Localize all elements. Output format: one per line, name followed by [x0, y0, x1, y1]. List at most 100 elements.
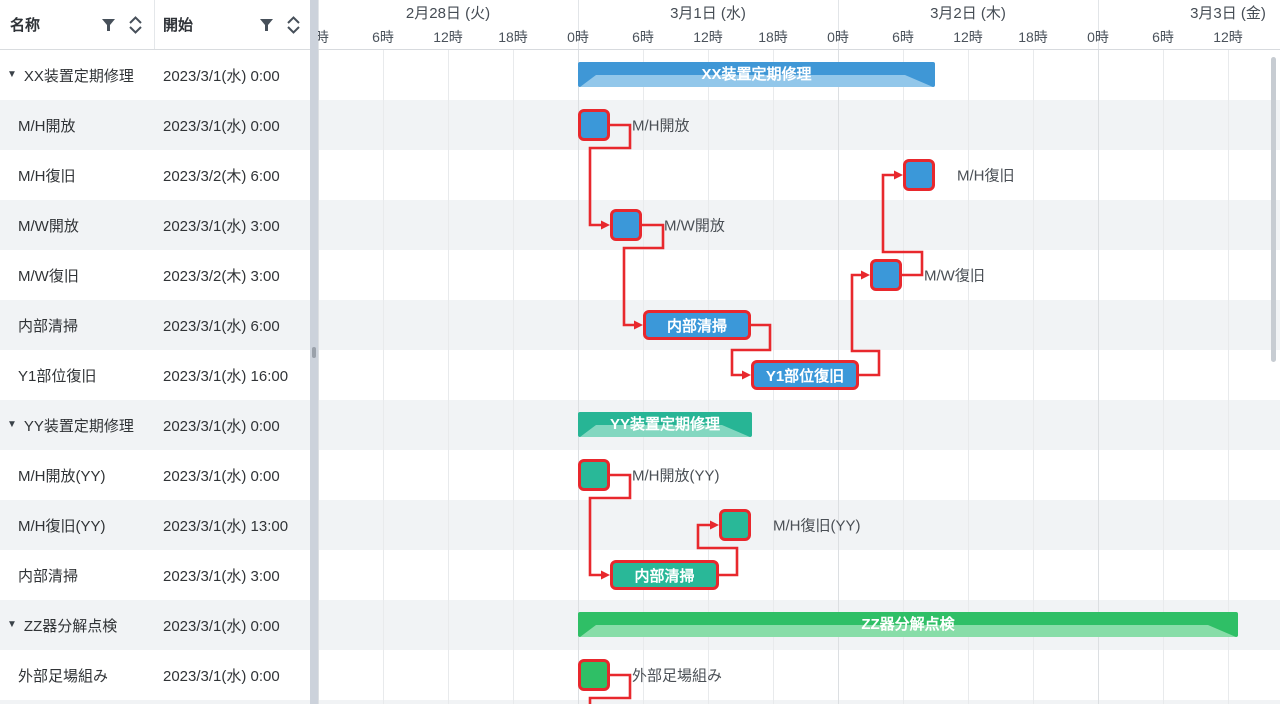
table-row[interactable]: M/W復旧 2023/3/2(木) 3:00: [0, 250, 310, 300]
splitter-grip-icon: [312, 347, 316, 358]
milestone-marker[interactable]: [578, 659, 610, 691]
panel-splitter[interactable]: [310, 0, 318, 704]
hour-label: 0時: [827, 29, 849, 45]
hour-label: 6時: [892, 29, 914, 45]
hour-label: 6時: [1152, 29, 1174, 45]
milestone-label: M/W開放: [664, 217, 725, 235]
task-start-cell: 2023/3/1(水) 3:00: [163, 567, 280, 585]
column-label-name: 名称: [10, 17, 41, 34]
collapse-triangle-icon[interactable]: ▼: [7, 618, 17, 630]
table-row[interactable]: ▼ XX装置定期修理 2023/3/1(水) 0:00: [0, 50, 310, 100]
table-row[interactable]: M/H復旧(YY)2023/3/1(水) 13:00: [0, 500, 310, 550]
task-bar-label: 内部清掃: [634, 567, 695, 585]
task-name-cell: Y1部位復旧: [0, 365, 155, 386]
gantt-row-stripe: [318, 550, 1280, 600]
task-name-cell: ▼ ZZ器分解点検: [0, 615, 155, 636]
task-name-text: Y1部位復旧: [18, 367, 97, 385]
task-bar[interactable]: 内部清掃: [643, 310, 751, 340]
task-start-cell: 2023/3/1(水) 3:00: [163, 217, 280, 235]
grid-line: [968, 50, 969, 704]
task-name-cell: M/H復旧: [0, 165, 155, 186]
milestone-marker[interactable]: [578, 109, 610, 141]
hour-label: 0時: [1087, 29, 1109, 45]
collapse-triangle-icon[interactable]: ▼: [7, 418, 17, 430]
gantt-row-stripe: [318, 650, 1280, 700]
task-bar[interactable]: Y1部位復旧: [751, 360, 859, 390]
gantt-row-stripe: [318, 150, 1280, 200]
task-name-cell: M/H復旧(YY): [0, 515, 155, 536]
task-name-cell: M/H開放: [0, 115, 155, 136]
day-separator: [318, 0, 319, 49]
collapse-triangle-icon[interactable]: ▼: [7, 68, 17, 80]
milestone-marker[interactable]: [719, 509, 751, 541]
column-header-name[interactable]: 名称: [0, 0, 155, 49]
task-bar-label: 内部清掃: [666, 317, 727, 335]
day-label: 2月28日 (火): [405, 5, 491, 22]
gantt-panel: 2月28日 (火)3月1日 (水)3月2日 (木)3月3日 (金)0時6時12時…: [318, 0, 1280, 704]
task-name-text: M/W復旧: [18, 267, 79, 285]
grid-line: [513, 50, 514, 704]
task-start-cell: 2023/3/2(木) 3:00: [163, 267, 280, 285]
task-name-text: M/H開放(YY): [18, 467, 106, 485]
table-row[interactable]: M/H復旧 2023/3/2(木) 6:00: [0, 150, 310, 200]
sort-icon[interactable]: [126, 15, 144, 35]
table-row[interactable]: 内部清掃 2023/3/1(水) 3:00: [0, 550, 310, 600]
grid-line: [318, 50, 319, 704]
milestone-marker[interactable]: [903, 159, 935, 191]
column-header-start[interactable]: 開始: [155, 0, 310, 49]
grid-line: [1163, 50, 1164, 704]
task-start-cell: 2023/3/1(水) 0:00: [163, 117, 280, 135]
task-start-cell: 2023/3/1(水) 0:00: [163, 67, 280, 85]
hour-label: 12時: [953, 29, 983, 45]
task-name-text: 外部足場組み: [18, 667, 109, 685]
filter-icon[interactable]: [99, 15, 117, 35]
summary-bar[interactable]: XX装置定期修理: [578, 62, 935, 87]
day-label: 3月2日 (木): [930, 5, 1006, 22]
milestone-marker[interactable]: [870, 259, 902, 291]
gantt-row-stripe: [318, 300, 1280, 350]
task-name-cell: 内部清掃: [0, 315, 155, 336]
task-name-cell: ▼ XX装置定期修理: [0, 65, 155, 86]
task-bar-label: Y1部位復旧: [765, 367, 845, 385]
grid-line: [448, 50, 449, 704]
task-name-text: 内部清掃: [18, 567, 79, 585]
task-name-cell: 外部足場組み: [0, 665, 155, 686]
task-name-text: M/H復旧(YY): [18, 517, 106, 535]
grid-line: [383, 50, 384, 704]
task-name-text: YY装置定期修理: [23, 417, 134, 435]
grid-line: [643, 50, 644, 704]
gantt-row-stripe: [318, 250, 1280, 300]
task-start-cell: 2023/3/1(水) 0:00: [163, 417, 280, 435]
summary-bar-label: ZZ器分解点検: [861, 616, 955, 633]
table-row[interactable]: M/H開放(YY) 2023/3/1(水) 0:00: [0, 450, 310, 500]
hour-label: 0時: [567, 29, 589, 45]
table-row[interactable]: ▼ YY装置定期修理 2023/3/1(水) 0:00: [0, 400, 310, 450]
table-header: 名称 開始: [0, 0, 310, 50]
task-start-cell: 2023/3/1(水) 0:00: [163, 467, 280, 485]
summary-bar[interactable]: ZZ器分解点検: [578, 612, 1238, 637]
task-name-text: XX装置定期修理: [23, 67, 134, 85]
day-separator: [578, 0, 579, 49]
filter-icon[interactable]: [257, 15, 275, 35]
task-start-cell: 2023/3/1(水) 16:00: [163, 367, 289, 385]
task-start-cell: 2023/3/2(木) 6:00: [163, 167, 280, 185]
milestone-label: M/H復旧: [957, 167, 1015, 185]
task-bar[interactable]: 内部清掃: [610, 560, 719, 590]
table-row[interactable]: [0, 700, 310, 704]
task-name-cell: ▼ YY装置定期修理: [0, 415, 155, 436]
hour-label: 6時: [372, 29, 394, 45]
sort-icon[interactable]: [284, 15, 302, 35]
table-row[interactable]: M/H開放 2023/3/1(水) 0:00: [0, 100, 310, 150]
milestone-marker[interactable]: [578, 459, 610, 491]
vertical-scrollbar[interactable]: [1271, 57, 1276, 362]
summary-bar[interactable]: YY装置定期修理: [578, 412, 752, 437]
milestone-marker[interactable]: [610, 209, 642, 241]
table-row[interactable]: Y1部位復旧 2023/3/1(水) 16:00: [0, 350, 310, 400]
task-name-text: ZZ器分解点検: [23, 617, 118, 635]
day-separator: [838, 0, 839, 49]
hour-label: 18時: [498, 29, 528, 45]
